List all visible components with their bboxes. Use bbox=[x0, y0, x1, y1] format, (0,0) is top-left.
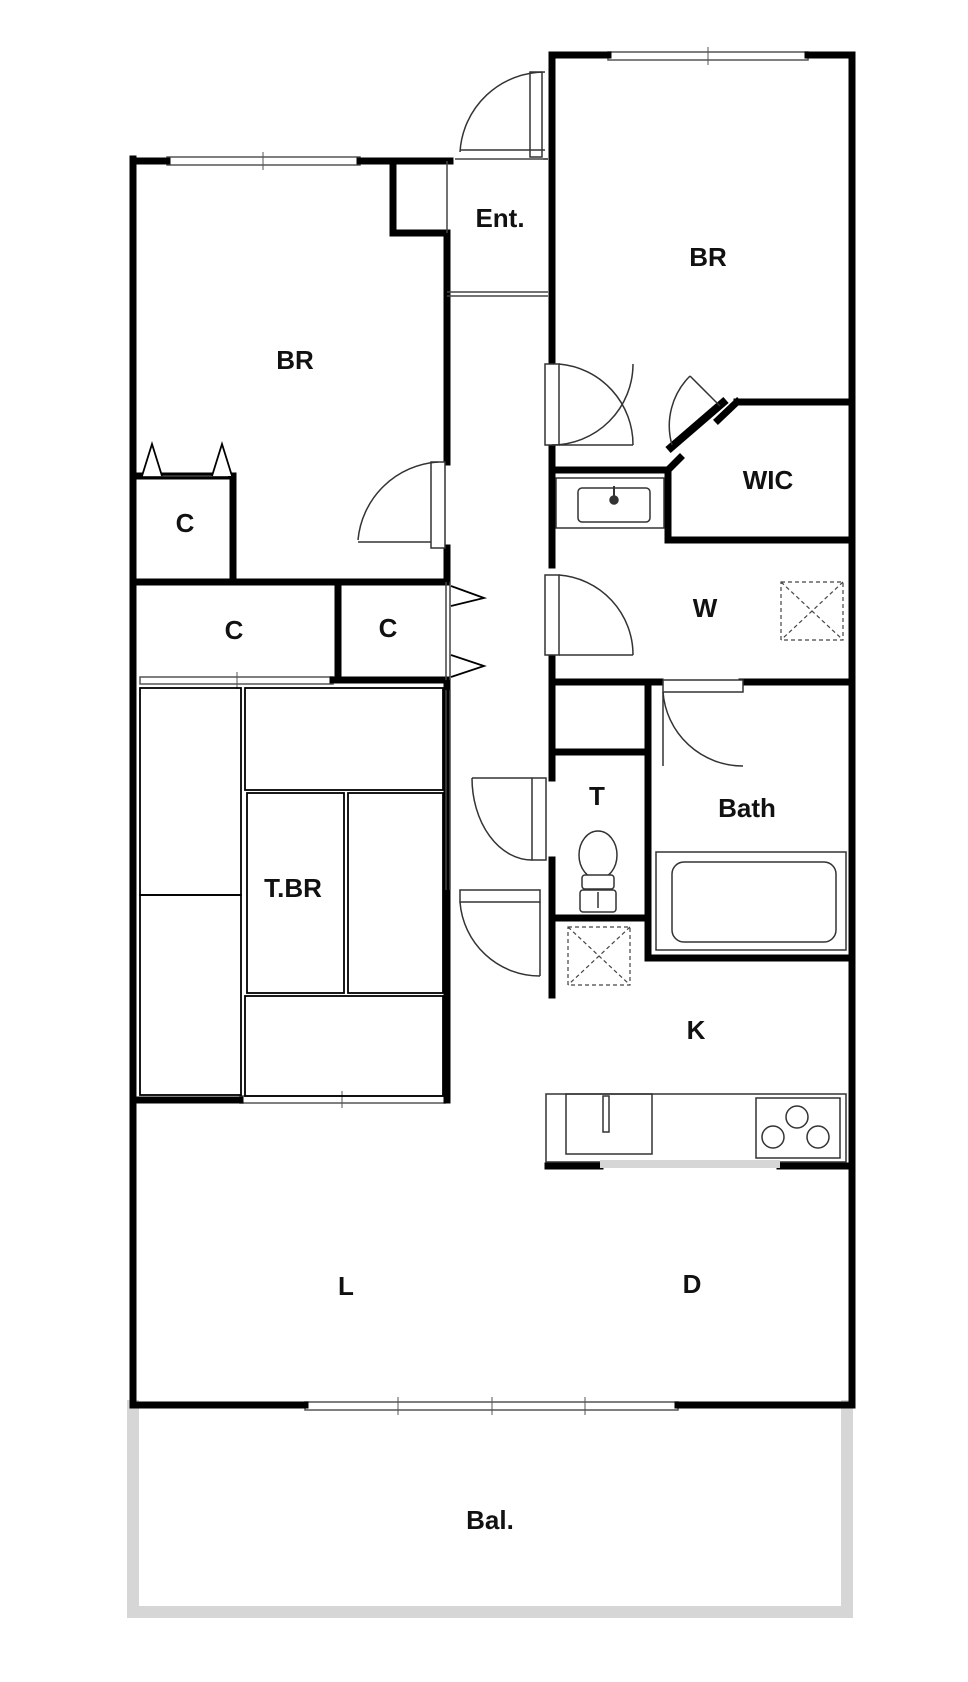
kitchen-counter bbox=[545, 1093, 847, 1168]
label-bedroom-right: BR bbox=[689, 242, 727, 272]
label-kitchen: K bbox=[687, 1015, 706, 1045]
label-entrance: Ent. bbox=[475, 203, 524, 233]
sliding-doors bbox=[143, 158, 548, 890]
label-washroom: W bbox=[693, 593, 718, 623]
washbasin bbox=[555, 477, 665, 529]
label-bedroom-left: BR bbox=[276, 345, 314, 375]
balcony-rail bbox=[127, 1400, 853, 1618]
walls bbox=[129, 51, 856, 1409]
label-walk-in-closet: WIC bbox=[743, 465, 794, 495]
label-living: L bbox=[338, 1271, 354, 1301]
doors bbox=[357, 71, 744, 977]
toilet-fixture bbox=[578, 830, 618, 913]
tatami-mats bbox=[139, 687, 444, 1097]
bathtub bbox=[655, 851, 847, 951]
label-closet-2: C bbox=[225, 615, 244, 645]
label-bath: Bath bbox=[718, 793, 776, 823]
label-tatami-bedroom: T.BR bbox=[264, 873, 322, 903]
entrance-door-swing bbox=[459, 71, 546, 153]
ventilation bbox=[567, 581, 844, 986]
label-closet-3: C bbox=[379, 613, 398, 643]
entrance-door-leaf bbox=[529, 71, 543, 158]
label-balcony: Bal. bbox=[466, 1505, 514, 1535]
label-toilet: T bbox=[589, 781, 605, 811]
label-closet-1: C bbox=[176, 508, 195, 538]
room-labels: BR BR Ent. WIC C C C W T.BR T Bath K L D… bbox=[176, 203, 794, 1535]
label-dining: D bbox=[683, 1269, 702, 1299]
closet-door-markers bbox=[141, 440, 488, 678]
